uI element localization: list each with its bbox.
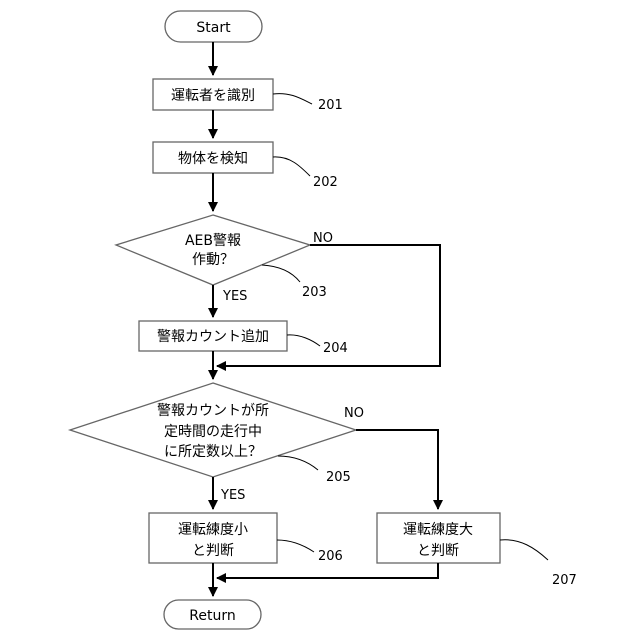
high-skill-line2: と判断: [417, 543, 459, 559]
low-skill-line1: 運転練度小: [178, 522, 248, 538]
aeb-line2: 作動？: [192, 252, 234, 268]
ref-205-leader: [278, 456, 318, 470]
start-terminal: Start: [165, 11, 262, 42]
low-skill-line2: と判断: [192, 543, 234, 559]
ref-202-leader: [273, 157, 310, 176]
ref-203: 203: [302, 285, 327, 300]
return-terminal: Return: [164, 600, 261, 629]
aeb-line1: AEB警報: [185, 233, 241, 249]
ref-207-leader: [500, 540, 548, 560]
add-warning-count-label: 警報カウント追加: [157, 329, 269, 345]
count-decision-diamond: 警報カウントが所 定時間の走行中 に所定数以上？: [70, 383, 356, 477]
ref-207: 207: [552, 573, 577, 588]
arrow-high-to-join: [217, 563, 438, 578]
high-skill-line1: 運転練度大: [403, 522, 473, 538]
ref-206: 206: [318, 549, 343, 564]
return-label: Return: [189, 608, 235, 624]
count-line1: 警報カウントが所: [157, 403, 269, 419]
detect-object-box: 物体を検知: [153, 142, 273, 173]
detect-object-label: 物体を検知: [178, 150, 248, 167]
ref-204-leader: [287, 335, 320, 346]
ref-204: 204: [323, 341, 348, 356]
ref-205: 205: [326, 470, 351, 485]
arrow-count-no: [356, 430, 438, 509]
aeb-decision-diamond: AEB警報 作動？: [116, 215, 310, 285]
identify-driver-box: 運転者を識別: [153, 79, 273, 110]
count-no-label: NO: [344, 406, 364, 421]
ref-202: 202: [313, 175, 338, 190]
aeb-no-label: NO: [313, 231, 333, 246]
identify-driver-label: 運転者を識別: [171, 88, 255, 104]
aeb-yes-label: YES: [222, 289, 247, 304]
low-skill-box: 運転練度小 と判断: [149, 513, 277, 563]
ref-206-leader: [277, 540, 314, 552]
count-line2: 定時間の走行中: [164, 424, 262, 440]
count-yes-label: YES: [220, 488, 245, 503]
ref-203-leader: [262, 265, 300, 282]
add-warning-count-box: 警報カウント追加: [139, 321, 287, 351]
high-skill-box: 運転練度大 と判断: [377, 513, 500, 563]
start-label: Start: [196, 20, 231, 36]
count-line3: に所定数以上？: [164, 444, 262, 460]
ref-201-leader: [273, 94, 312, 104]
ref-201: 201: [318, 98, 343, 113]
